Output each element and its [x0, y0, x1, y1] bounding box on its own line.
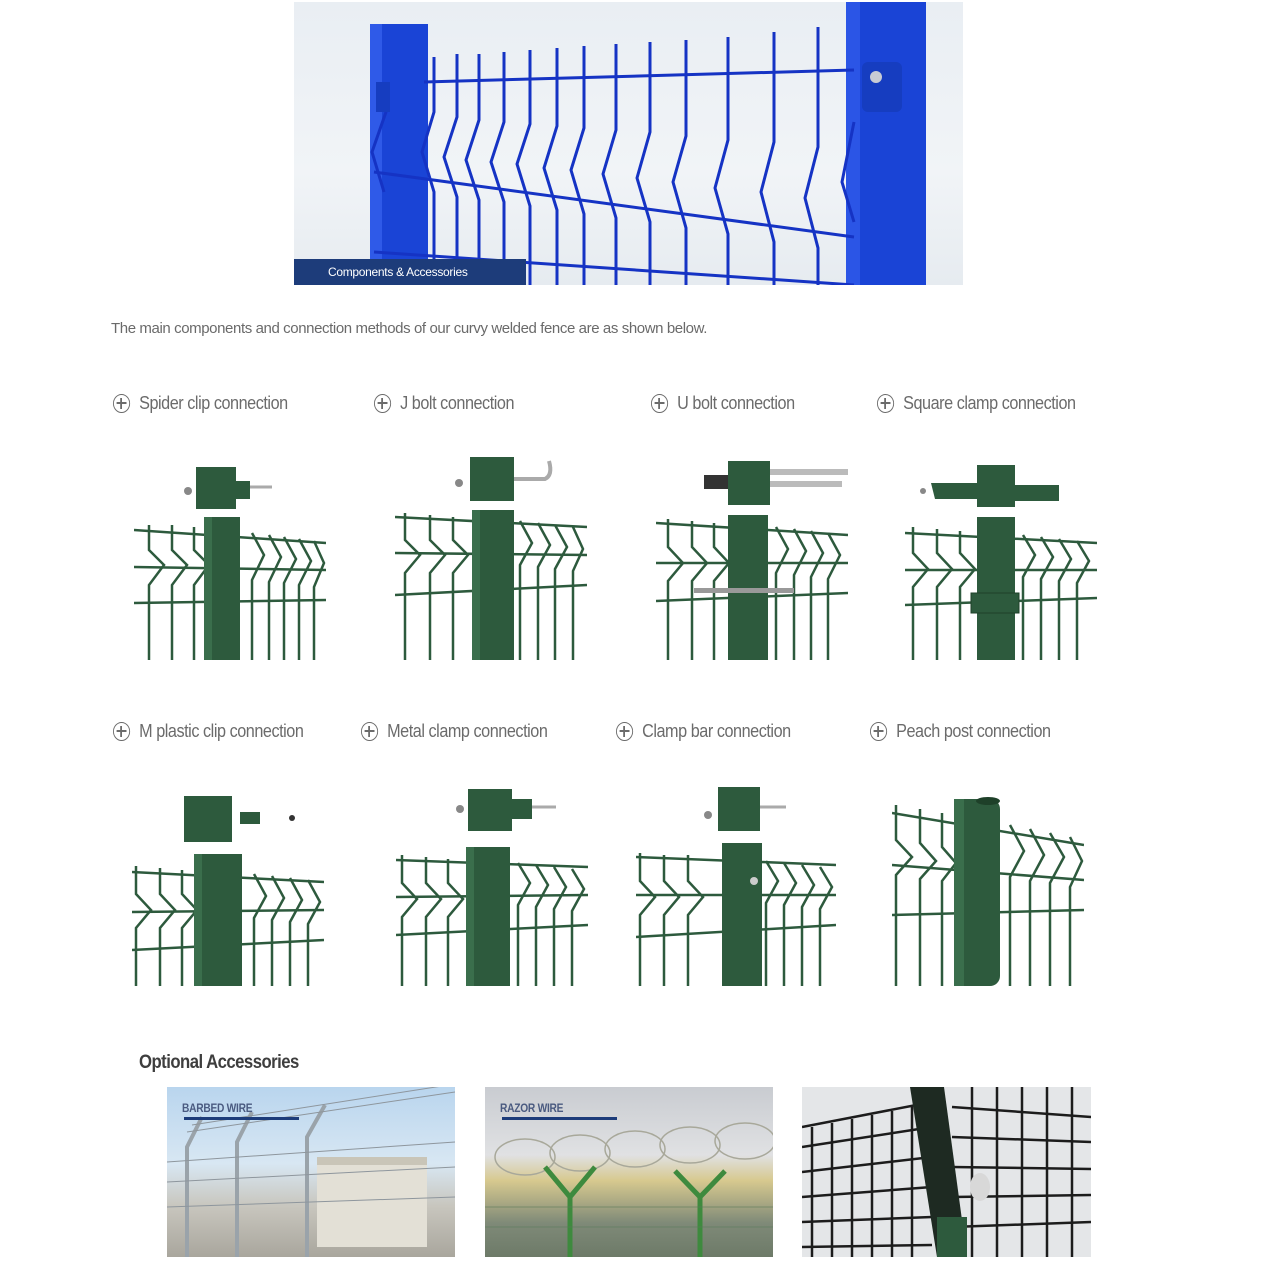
plus-circle-icon: [877, 394, 895, 413]
intro-text: The main components and connection metho…: [111, 320, 708, 337]
square-clamp-illustration: [905, 455, 1097, 660]
accessory-barbed-wire: BARBED WIRE: [167, 1087, 455, 1257]
connection-label: Spider clip connection: [139, 393, 288, 413]
accessory-mesh-fence: [802, 1087, 1091, 1257]
barbed-wire-tag: BARBED WIRE: [182, 1101, 253, 1115]
connection-square-clamp[interactable]: Square clamp connection: [877, 393, 1076, 414]
connection-u-bolt[interactable]: U bolt connection: [651, 393, 795, 414]
connection-j-bolt[interactable]: J bolt connection: [374, 393, 514, 414]
plus-circle-icon: [374, 394, 392, 413]
clamp-bar-illustration: [636, 785, 836, 986]
connection-label: M plastic clip connection: [139, 721, 304, 741]
j-bolt-illustration: [395, 455, 587, 660]
hero-fence-photo: Components & Accessories: [294, 2, 963, 285]
accessories-title: Optional Accessories: [139, 1052, 299, 1073]
connection-metal-clamp[interactable]: Metal clamp connection: [361, 721, 548, 742]
connection-peach-post[interactable]: Peach post connection: [870, 721, 1051, 742]
plus-circle-icon: [870, 722, 888, 741]
spider-clip-illustration: [134, 455, 326, 660]
plus-circle-icon: [616, 722, 634, 741]
connection-label: Peach post connection: [896, 721, 1051, 741]
connection-spider-clip[interactable]: Spider clip connection: [113, 393, 288, 414]
connection-clamp-bar[interactable]: Clamp bar connection: [616, 721, 791, 742]
tag-underline: [184, 1117, 299, 1120]
mesh-fence-image: [802, 1087, 1091, 1257]
razor-wire-image: [485, 1122, 773, 1257]
plus-circle-icon: [113, 722, 131, 741]
tag-underline: [502, 1117, 617, 1120]
barbed-wire-image: [167, 1087, 455, 1257]
connection-label: Clamp bar connection: [642, 721, 791, 741]
connection-label: Square clamp connection: [903, 393, 1076, 413]
razor-wire-tag: RAZOR WIRE: [500, 1101, 564, 1115]
connection-m-plastic-clip[interactable]: M plastic clip connection: [113, 721, 304, 742]
connection-label: J bolt connection: [400, 393, 515, 413]
plus-circle-icon: [361, 722, 379, 741]
connection-label: Metal clamp connection: [387, 721, 548, 741]
u-bolt-illustration: [656, 455, 848, 660]
accessory-razor-wire: RAZOR WIRE: [485, 1087, 773, 1257]
plus-circle-icon: [113, 394, 131, 413]
m-plastic-clip-illustration: [132, 790, 324, 986]
peach-post-illustration: [892, 795, 1084, 986]
plus-circle-icon: [651, 394, 669, 413]
connection-label: U bolt connection: [677, 393, 795, 413]
blue-fence-image: [370, 2, 926, 285]
metal-clamp-illustration: [396, 785, 588, 986]
hero-caption: Components & Accessories: [294, 259, 526, 285]
